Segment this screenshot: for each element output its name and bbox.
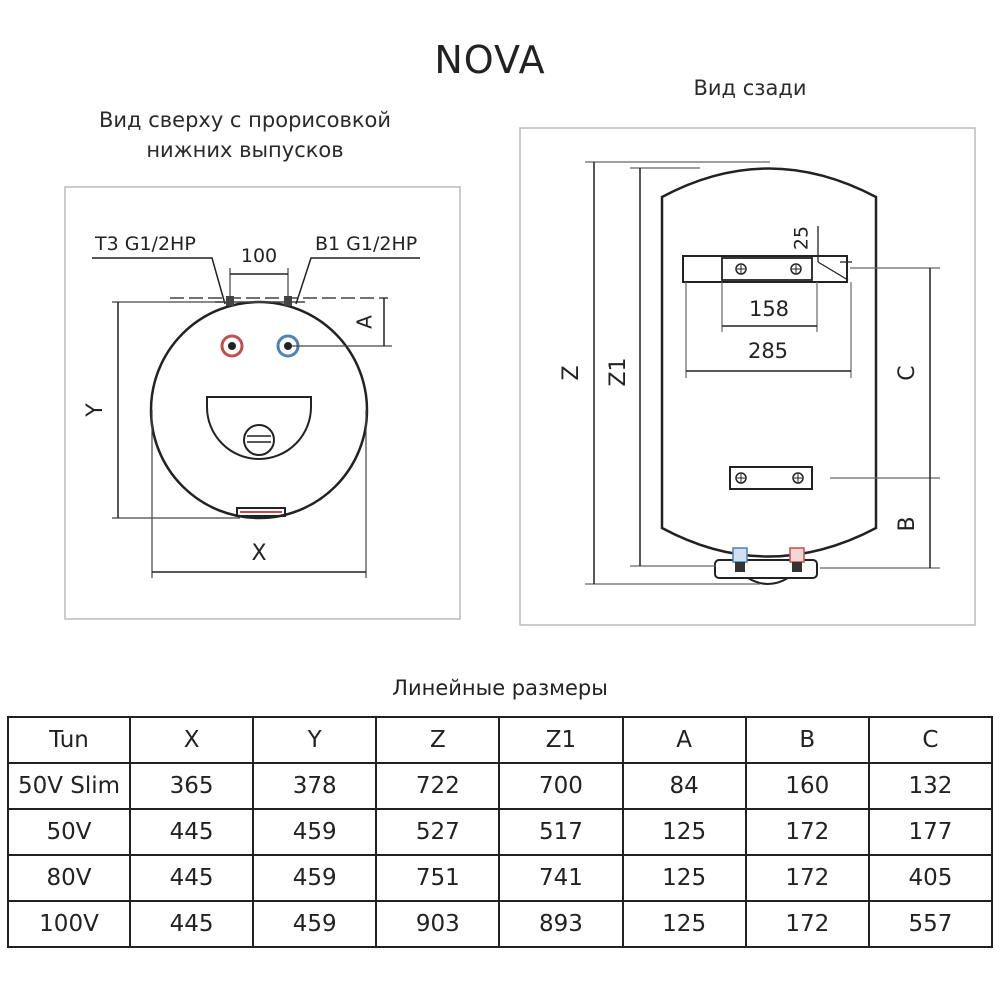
table-cell: 160 — [744, 762, 870, 810]
table-cell: 172 — [744, 808, 870, 856]
back-view-caption: Вид сзади — [693, 76, 807, 100]
tank-body-circle — [149, 300, 369, 520]
thermostat-knob-icon — [243, 424, 275, 456]
table-header-row: Tun X Y Z Z1 A B C — [7, 716, 994, 764]
product-title: NOVA — [434, 38, 546, 82]
header-cell: Z — [375, 716, 501, 764]
table-cell: 125 — [621, 854, 747, 902]
table-cell: 459 — [252, 808, 378, 856]
top-view-caption-line2: нижних выпусков — [146, 138, 344, 162]
table-cell: 100V — [7, 900, 131, 948]
dim-x-label: X — [251, 541, 266, 566]
table-cell: 177 — [867, 808, 994, 856]
table-cell: 132 — [867, 762, 994, 810]
dim-100-label: 100 — [241, 245, 277, 267]
table-cell: 527 — [375, 808, 501, 856]
table-cell: 459 — [252, 854, 378, 902]
table-cell: 741 — [498, 854, 624, 902]
table-cell: 700 — [498, 762, 624, 810]
top-view-drawing: T3 G1/2HP B1 G1/2HP 100 A Y X — [64, 186, 461, 620]
dimensions-table: Tun X Y Z Z1 A B C 50V Slim 365 378 722 … — [7, 716, 994, 948]
top-view-frame — [64, 186, 461, 620]
upper-mount-plate — [721, 257, 813, 281]
back-view-drawing: Z Z1 158 285 25 C B — [519, 127, 976, 626]
table-cell: 517 — [498, 808, 624, 856]
header-cell: Y — [252, 716, 378, 764]
upper-mount-rail — [682, 255, 848, 283]
screw-icon — [735, 263, 747, 275]
screw-icon — [735, 472, 747, 484]
dim-b-label: B — [895, 516, 920, 531]
table-cell: 903 — [375, 900, 501, 948]
table-cell: 405 — [867, 854, 994, 902]
dim-z1-label: Z1 — [606, 357, 631, 386]
header-cell: X — [128, 716, 255, 764]
dim-y-label: Y — [83, 403, 108, 418]
table-cell: 557 — [867, 900, 994, 948]
table-cell: 80V — [7, 854, 131, 902]
table-cell: 172 — [744, 854, 870, 902]
table-cell: 445 — [128, 808, 255, 856]
back-view-frame — [519, 127, 976, 626]
top-view-caption: Вид сверху с прорисовкой нижних выпусков — [80, 108, 410, 162]
table-row: 50V Slim 365 378 722 700 84 160 132 — [7, 762, 994, 810]
table-cell: 445 — [128, 900, 255, 948]
header-cell: Z1 — [498, 716, 624, 764]
outlet-right-label: B1 G1/2HP — [315, 233, 417, 255]
dim-c-label: C — [895, 365, 920, 380]
table-cell: 445 — [128, 854, 255, 902]
leader-left — [92, 257, 226, 305]
table-cell: 50V — [7, 808, 131, 856]
table-cell: 751 — [375, 854, 501, 902]
mount-bracket — [236, 507, 286, 517]
table-cell: 893 — [498, 900, 624, 948]
table-cell: 172 — [744, 900, 870, 948]
dim-158-label: 158 — [749, 297, 789, 321]
table-cell: 125 — [621, 900, 747, 948]
table-cell: 378 — [252, 762, 378, 810]
pipe-stub-right — [284, 296, 292, 306]
technical-drawings: T3 G1/2HP B1 G1/2HP 100 A Y X — [64, 127, 976, 626]
dim-z-label: Z — [559, 365, 584, 380]
table-row: 80V 445 459 751 741 125 172 405 — [7, 854, 994, 902]
table-row: 100V 445 459 903 893 125 172 557 — [7, 900, 994, 948]
service-hatch — [206, 396, 312, 460]
cold-pipe-icon — [732, 547, 748, 572]
table-cell: 125 — [621, 808, 747, 856]
dim-25-label: 25 — [791, 226, 813, 250]
table-cell: 722 — [375, 762, 501, 810]
screw-icon — [790, 263, 802, 275]
header-cell: B — [744, 716, 870, 764]
top-view-caption-line1: Вид сверху с прорисовкой — [98, 108, 391, 132]
hot-outlet-icon — [220, 334, 244, 358]
header-cell: Tun — [7, 716, 131, 764]
header-cell: A — [621, 716, 747, 764]
pipe-stub-left — [226, 296, 234, 306]
table-caption: Линейные размеры — [392, 676, 608, 700]
table-cell: 50V Slim — [7, 762, 131, 810]
hot-pipe-icon — [789, 547, 805, 572]
lower-mount-plate — [729, 466, 813, 490]
header-cell: C — [867, 716, 994, 764]
tank-back-outline — [660, 167, 878, 558]
outlet-left-label: T3 G1/2HP — [94, 233, 196, 255]
dim-a-label: A — [353, 315, 377, 329]
table-cell: 365 — [128, 762, 255, 810]
table-row: 50V 445 459 527 517 125 172 177 — [7, 808, 994, 856]
table-cell: 84 — [621, 762, 747, 810]
dim-285-label: 285 — [748, 339, 788, 363]
screw-icon — [792, 472, 804, 484]
leader-right — [295, 257, 420, 305]
table-cell: 459 — [252, 900, 378, 948]
bottom-pipe-cover — [714, 559, 818, 579]
